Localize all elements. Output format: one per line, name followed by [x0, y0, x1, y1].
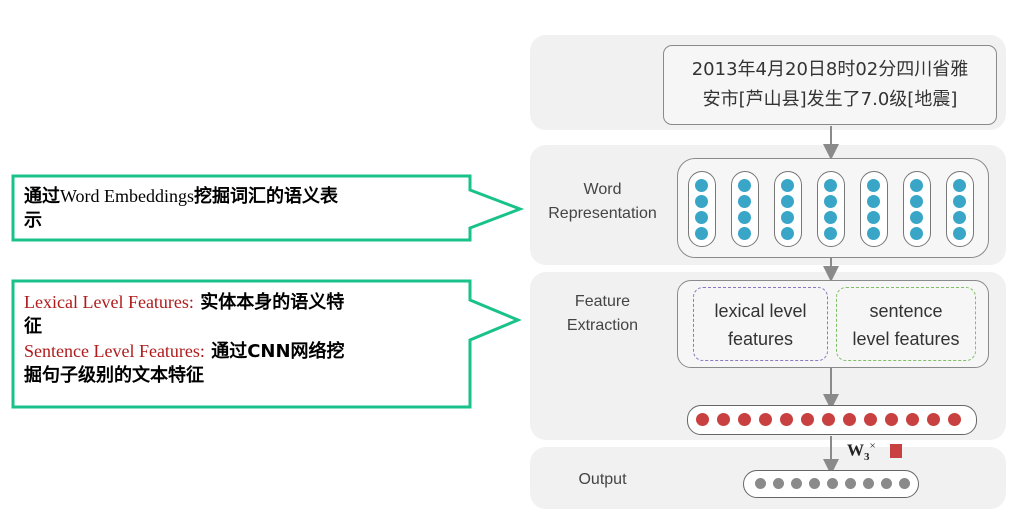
- embedding-dot: [910, 211, 923, 224]
- output-label: Output: [578, 471, 627, 488]
- feature-dot: [738, 413, 751, 426]
- embedding-dot: [695, 211, 708, 224]
- lexical-desc-line2: 征: [24, 316, 42, 337]
- sentence-desc-line1: 通过CNN网络挖: [204, 341, 345, 362]
- embedding-dot: [781, 195, 794, 208]
- embedding-dot: [953, 227, 966, 240]
- embedding-dot: [824, 179, 837, 192]
- output-dot: [827, 478, 838, 489]
- word-vector: [903, 171, 931, 247]
- embedding-dot: [695, 179, 708, 192]
- word-vector: [774, 171, 802, 247]
- word-representation-label: Word Representation: [548, 181, 657, 222]
- embedding-dot: [867, 227, 880, 240]
- output-dot: [791, 478, 802, 489]
- embedding-dot: [824, 195, 837, 208]
- feature-dot: [696, 413, 709, 426]
- callout-bottom-text: Lexical Level Features: 实体本身的语义特 征 Sente…: [24, 290, 464, 388]
- embedding-dot: [953, 211, 966, 224]
- feature-vector: [687, 405, 977, 435]
- sentence-level-features-box: sentence level features: [836, 287, 976, 361]
- feature-extraction-label: Feature Extraction: [566, 293, 639, 334]
- embedding-dot: [867, 195, 880, 208]
- sentence-desc-line2: 掘句子级别的文本特征: [24, 365, 204, 386]
- embedding-dot: [781, 179, 794, 192]
- embedding-dot: [953, 195, 966, 208]
- callout-top-term: Word Embeddings: [60, 186, 195, 206]
- feature-dot: [717, 413, 730, 426]
- feature-dot: [864, 413, 877, 426]
- embedding-dot: [738, 195, 751, 208]
- weight-subscript: 3: [864, 451, 870, 464]
- word-vector: [860, 171, 888, 247]
- embedding-dot: [781, 211, 794, 224]
- embedding-dot: [824, 227, 837, 240]
- lexical-desc-line1: 实体本身的语义特: [193, 292, 345, 313]
- output-dot: [809, 478, 820, 489]
- feature-extraction-block: lexical level features sentence level fe…: [677, 280, 989, 368]
- output-dot: [881, 478, 892, 489]
- embedding-dot: [910, 195, 923, 208]
- output-dot: [845, 478, 856, 489]
- feature-dot: [801, 413, 814, 426]
- word-vector: [731, 171, 759, 247]
- embedding-dot: [867, 211, 880, 224]
- output-vector: [743, 470, 919, 498]
- word-embedding-block: [677, 158, 989, 258]
- feature-dot: [843, 413, 856, 426]
- feature-dot: [948, 413, 961, 426]
- feature-dot: [906, 413, 919, 426]
- feature-dot: [927, 413, 940, 426]
- output-dot: [863, 478, 874, 489]
- lexical-level-features-box: lexical level features: [693, 287, 828, 361]
- weight-label: W3×: [847, 440, 876, 463]
- embedding-dot: [738, 211, 751, 224]
- callout-top-text: 通过Word Embeddings挖掘词汇的语义表 示: [24, 184, 464, 233]
- embedding-dot: [867, 179, 880, 192]
- weight-symbol: W: [847, 440, 864, 460]
- embedding-dot: [910, 179, 923, 192]
- callout-top-rest: 挖掘词汇的语义表: [194, 186, 339, 207]
- word-vector: [817, 171, 845, 247]
- embedding-dot: [824, 211, 837, 224]
- input-text-line2: 安市[芦山县]发生了7.0级[地震]: [702, 89, 958, 110]
- word-vector: [946, 171, 974, 247]
- embedding-dot: [738, 179, 751, 192]
- weight-times: ×: [869, 440, 876, 452]
- callout-bottom-bubble: [11, 279, 522, 409]
- embedding-dot: [781, 227, 794, 240]
- input-text-line1: 2013年4月20日8时02分四川省雅: [691, 59, 969, 80]
- embedding-dot: [953, 179, 966, 192]
- word-vector: [688, 171, 716, 247]
- callout-top-line2: 示: [24, 210, 42, 231]
- embedding-dot: [910, 227, 923, 240]
- feature-dot: [885, 413, 898, 426]
- weight-square-icon: [890, 444, 902, 458]
- sentence-term: Sentence Level Features:: [24, 341, 205, 361]
- callout-top-bubble: [11, 174, 525, 242]
- output-dot: [899, 478, 910, 489]
- output-dot: [773, 478, 784, 489]
- feature-dot: [822, 413, 835, 426]
- callout-top-prefix: 通过: [24, 186, 60, 207]
- embedding-dot: [695, 195, 708, 208]
- output-dot: [755, 478, 766, 489]
- input-sentence-box: 2013年4月20日8时02分四川省雅 安市[芦山县]发生了7.0级[地震]: [663, 45, 997, 125]
- embedding-dot: [695, 227, 708, 240]
- feature-dot: [759, 413, 772, 426]
- lexical-term: Lexical Level Features:: [24, 292, 194, 312]
- embedding-dot: [738, 227, 751, 240]
- feature-dot: [780, 413, 793, 426]
